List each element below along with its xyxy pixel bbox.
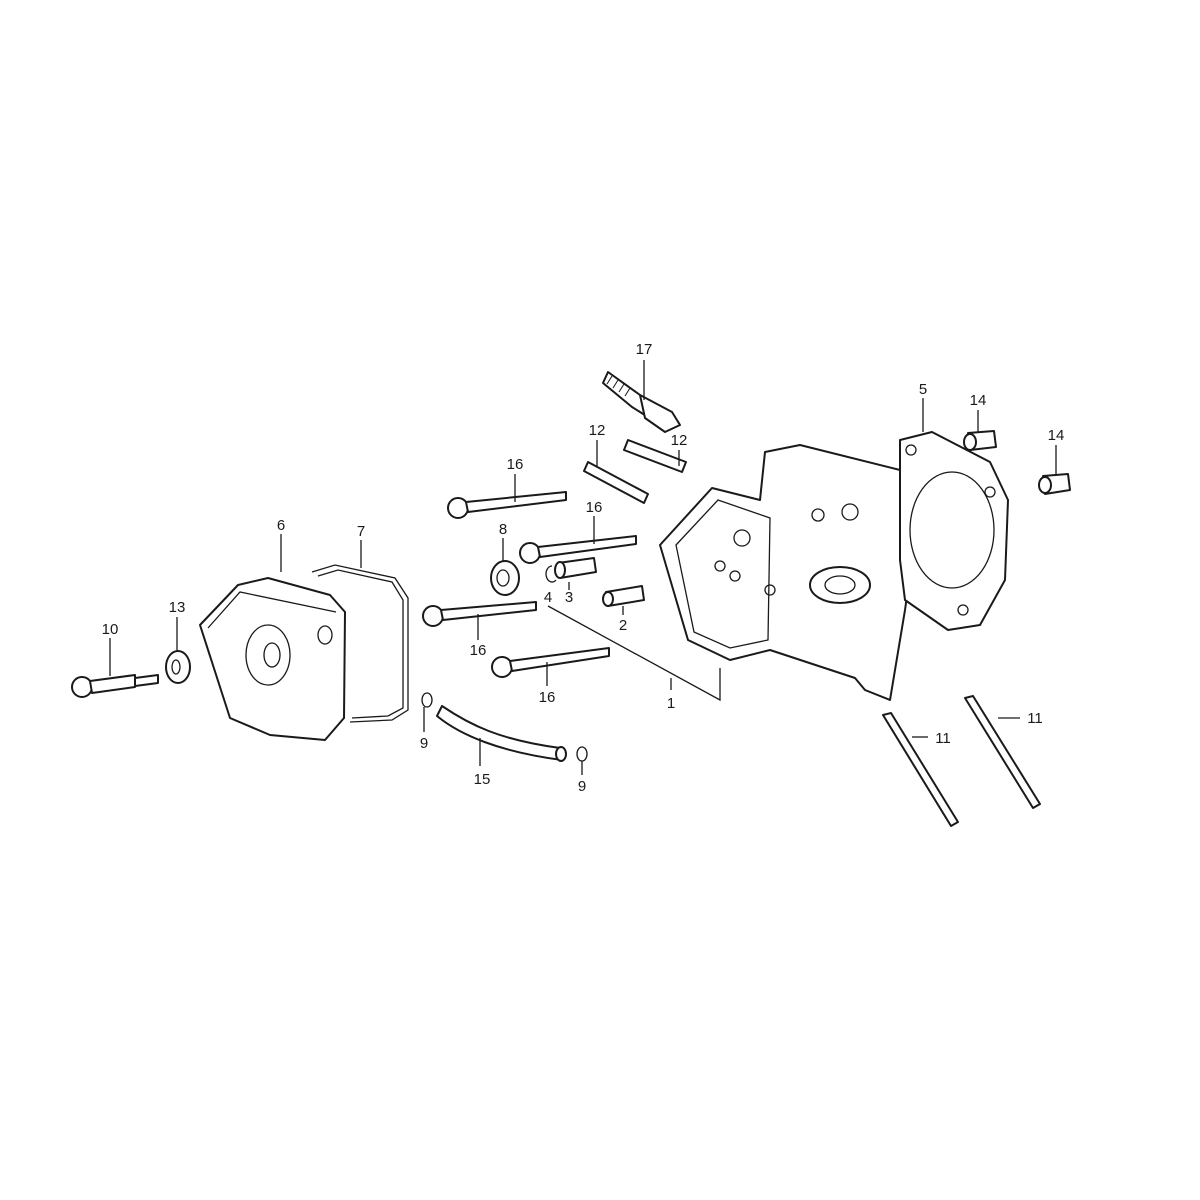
breather-tube-icon xyxy=(436,705,567,762)
clip-icon xyxy=(545,565,557,583)
dowel-pin-icon xyxy=(963,430,1071,495)
callout-1: 1 xyxy=(667,695,675,712)
callout-10: 10 xyxy=(102,621,119,638)
callout-5: 5 xyxy=(919,381,927,398)
callout-13: 13 xyxy=(169,599,186,616)
callout-6: 6 xyxy=(277,517,285,534)
callout-7: 7 xyxy=(357,523,365,540)
callout-16b: 16 xyxy=(586,499,603,516)
callout-8: 8 xyxy=(499,521,507,538)
callout-12b: 12 xyxy=(671,432,688,449)
callout-16d: 16 xyxy=(539,689,556,706)
callout-15: 15 xyxy=(474,771,491,788)
dowel-pin-icon xyxy=(602,585,645,607)
callout-14a: 14 xyxy=(970,392,987,409)
callout-11b: 11 xyxy=(1027,710,1043,727)
flange-bolt-icon xyxy=(422,491,637,678)
callout-2: 2 xyxy=(619,617,627,634)
callout-3: 3 xyxy=(565,589,573,606)
callout-9b: 9 xyxy=(578,778,586,795)
callout-12a: 12 xyxy=(589,422,606,439)
callout-11a: 11 xyxy=(935,730,951,747)
cover-gasket-icon xyxy=(311,564,409,723)
stud-bolt-icon xyxy=(583,439,687,504)
head-cover-icon xyxy=(199,577,346,741)
valve-guide-icon xyxy=(554,557,597,579)
callout-16c: 16 xyxy=(470,642,487,659)
callout-9a: 9 xyxy=(420,735,428,752)
seal-washer-icon xyxy=(490,560,520,596)
callout-14b: 14 xyxy=(1048,427,1065,444)
washer-icon xyxy=(165,650,191,684)
callout-4: 4 xyxy=(544,589,552,606)
head-gasket-icon xyxy=(899,431,1009,631)
long-stud-icon xyxy=(882,695,1041,827)
callout-16a: 16 xyxy=(507,456,524,473)
cover-bolt-icon xyxy=(71,674,159,698)
spark-plug-icon xyxy=(602,371,681,433)
callout-17: 17 xyxy=(636,341,653,358)
cylinder-head-icon xyxy=(659,444,921,701)
